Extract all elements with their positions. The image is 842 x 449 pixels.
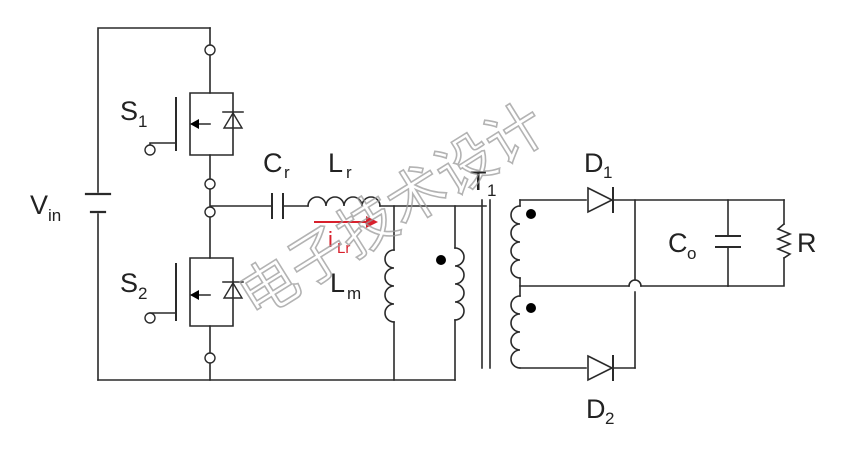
label-s1-main: S xyxy=(120,96,138,126)
transformer-secondary-lower xyxy=(510,295,587,369)
label-d1: D 1 xyxy=(584,148,612,182)
label-s2-sub: 2 xyxy=(138,284,147,303)
label-co-sub: o xyxy=(687,244,696,263)
transformer-primary-winding xyxy=(436,205,465,381)
transformer-secondary-upper xyxy=(510,199,587,297)
label-ilr-sub: Lr xyxy=(337,240,350,257)
resonant-capacitor-cr xyxy=(271,193,309,219)
diode-d1 xyxy=(587,186,785,214)
label-t1-main: T xyxy=(470,166,487,196)
label-d1-sub: 1 xyxy=(603,163,612,182)
label-d2-sub: 2 xyxy=(605,409,614,428)
bridge-midpoint-wire xyxy=(209,189,273,207)
label-d1-main: D xyxy=(584,148,604,178)
label-t1-sub: 1 xyxy=(487,181,496,200)
magnetizing-inductor-lm xyxy=(384,205,395,381)
label-lm: L m xyxy=(330,268,361,303)
load-resistor-r xyxy=(727,199,793,287)
switch-s1 xyxy=(144,27,244,190)
label-s2: S 2 xyxy=(120,268,147,303)
label-lr: L r xyxy=(328,148,352,182)
label-d2: D 2 xyxy=(586,394,614,428)
label-co: C o xyxy=(668,228,696,263)
input-voltage-source xyxy=(84,27,211,381)
label-cr: C r xyxy=(263,148,290,182)
label-lr-sub: r xyxy=(346,163,352,182)
label-cr-main: C xyxy=(263,148,283,178)
output-capacitor-co xyxy=(715,199,741,287)
label-s1-sub: 1 xyxy=(138,112,147,131)
switch-s2 xyxy=(144,217,244,381)
current-arrow-ilr: i Lr xyxy=(314,216,378,257)
label-t1: T 1 xyxy=(470,166,496,200)
label-r: R xyxy=(797,228,817,258)
label-lm-main: L xyxy=(330,268,345,298)
label-s1: S 1 xyxy=(120,96,147,131)
label-s2-main: S xyxy=(120,268,138,298)
label-lr-main: L xyxy=(328,148,343,178)
watermark-text: 电子技术设计 xyxy=(226,90,557,332)
label-vin: V in xyxy=(30,190,61,225)
diode-d2 xyxy=(587,354,636,382)
label-cr-sub: r xyxy=(284,163,290,182)
resonant-inductor-lr xyxy=(307,196,487,207)
label-vin-sub: in xyxy=(48,206,61,225)
label-ilr-main: i xyxy=(328,227,333,252)
label-d2-main: D xyxy=(586,394,606,424)
label-vin-main: V xyxy=(30,190,48,220)
label-co-main: C xyxy=(668,228,688,258)
center-tap-crossing xyxy=(628,279,642,287)
transformer-core xyxy=(481,199,491,369)
label-lm-sub: m xyxy=(347,284,361,303)
midpoint-terminal xyxy=(204,206,216,218)
